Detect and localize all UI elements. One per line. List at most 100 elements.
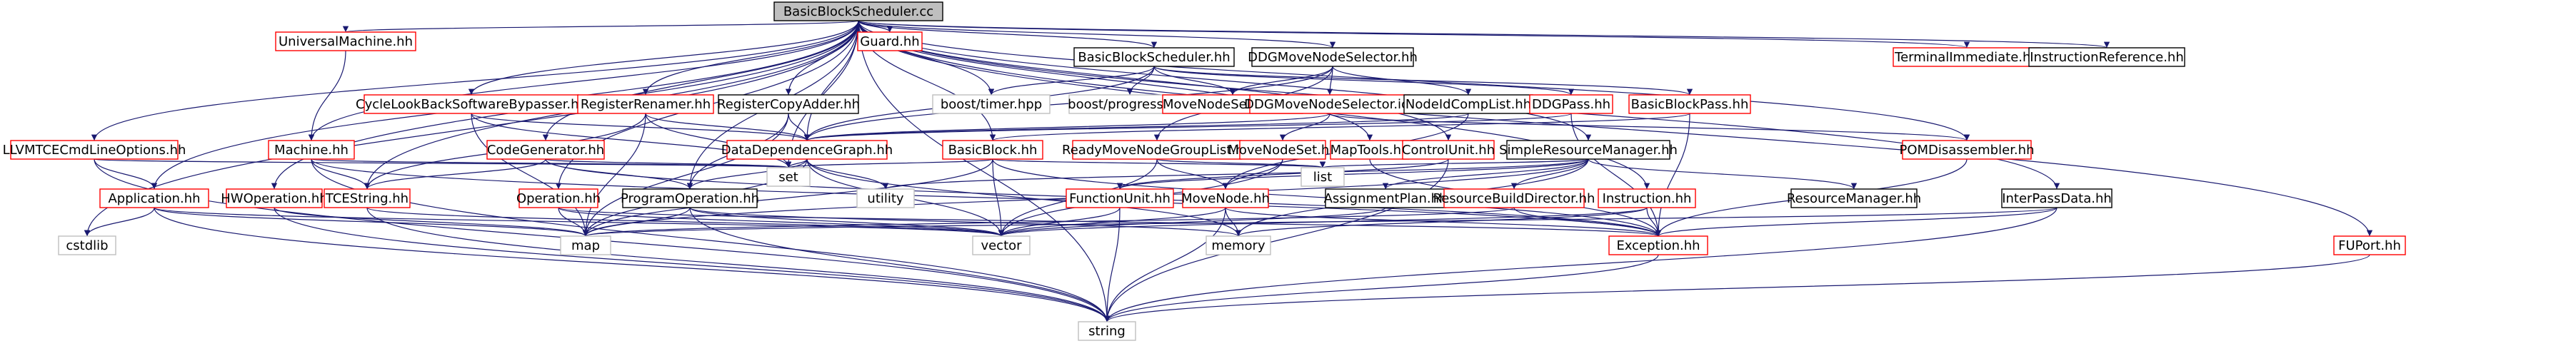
edge-progop-to-string — [689, 207, 1111, 322]
node-box — [275, 31, 416, 51]
node-box — [942, 140, 1043, 160]
node-resbuild[interactable]: ResourceBuildDirector.hh — [1433, 188, 1595, 208]
node-machine[interactable]: Machine.hh — [268, 140, 355, 160]
edge-root-to-machine — [308, 20, 859, 141]
edge-exception-to-string — [1103, 254, 1659, 322]
node-label: BasicBlock.hh — [948, 143, 1038, 158]
node-label: MapTools.hh — [1330, 143, 1410, 158]
edge-root-to-bbsched_hh — [858, 20, 1158, 49]
node-simpleres[interactable]: SimpleResourceManager.hh — [1499, 140, 1678, 160]
node-label: MoveNode.hh — [1181, 191, 1270, 206]
edge-root-to-universal_machine — [343, 20, 859, 33]
node-assignplan[interactable]: AssignmentPlan.hh — [1324, 188, 1448, 208]
node-terminal-imm[interactable]: TerminalImmediate.hh — [1893, 47, 2041, 67]
edge-simpleres-to-resmanager — [1588, 158, 1858, 190]
node-label: TCEString.hh — [325, 191, 409, 206]
edge-tcestring-to-vector — [366, 207, 1004, 237]
edge-ddgpass-to-ddg — [804, 113, 1572, 141]
node-label: SimpleResourceManager.hh — [1499, 143, 1678, 158]
edge-operation-to-vector — [558, 207, 1004, 237]
node-codegen[interactable]: CodeGenerator.hh — [486, 140, 605, 160]
node-exception[interactable]: Exception.hh — [1608, 235, 1708, 255]
node-instruction[interactable]: Instruction.hh — [1598, 188, 1696, 208]
edge-movenode-to-vector — [998, 207, 1226, 237]
node-box — [1506, 140, 1670, 160]
edge-controlunit-to-functionunit — [1116, 158, 1449, 190]
node-interpass[interactable]: InterPassData.hh — [2001, 188, 2113, 208]
node-box — [2028, 47, 2185, 67]
node-label: Instruction.hh — [1603, 191, 1692, 206]
node-bbpass[interactable]: BasicBlockPass.hh — [1628, 94, 1751, 114]
edge-basicblock-to-set — [786, 158, 993, 168]
node-llvmtce[interactable]: LLVMTCECmdLineOptions.hh — [3, 140, 186, 160]
node-label: ControlUnit.hh — [1402, 143, 1495, 158]
edge-root-to-instr_ref — [858, 20, 2110, 49]
edge-root-to-fuport — [858, 20, 2373, 237]
edge-codegen-to-set — [545, 158, 791, 168]
node-progop[interactable]: ProgramOperation.hh — [621, 188, 759, 208]
edge-root-to-maptools — [858, 20, 1373, 141]
node-label: BasicBlockScheduler.cc — [783, 4, 933, 19]
node-box — [1251, 47, 1414, 67]
node-label: AssignmentPlan.hh — [1324, 191, 1448, 206]
node-box — [1325, 188, 1446, 208]
edge-hwoperation-to-map — [274, 207, 589, 237]
node-operation[interactable]: Operation.hh — [516, 188, 601, 208]
node-cstdlib: cstdlib — [58, 235, 116, 255]
node-ddg[interactable]: DataDependenceGraph.hh — [721, 140, 893, 160]
node-bbsched-hh[interactable]: BasicBlockScheduler.hh — [1073, 47, 1235, 67]
edge-ddgmns_hh-to-mns_hh — [1229, 66, 1333, 96]
node-box — [99, 188, 209, 208]
node-readymove[interactable]: ReadyMoveNodeGroupList.hh — [1062, 140, 1252, 160]
node-box — [1239, 140, 1326, 160]
node-maptools[interactable]: MapTools.hh — [1330, 140, 1410, 160]
node-ddgmns-icc[interactable]: DDGMoveNodeSelector.icc — [1244, 94, 1415, 114]
node-reg-renamer[interactable]: RegisterRenamer.hh — [577, 94, 714, 114]
edge-fuport-to-string — [1104, 254, 2370, 322]
node-fuport[interactable]: FUPort.hh — [2333, 235, 2406, 255]
node-box — [324, 188, 411, 208]
node-instr-ref[interactable]: InstructionReference.hh — [2028, 47, 2185, 67]
node-box — [268, 140, 355, 160]
node-label: Application.hh — [108, 191, 200, 206]
edge-root-to-string — [858, 20, 1111, 322]
node-guard[interactable]: Guard.hh — [857, 31, 923, 51]
node-root: BasicBlockScheduler.cc — [773, 1, 943, 21]
node-hwoperation[interactable]: HWOperation.hh — [221, 188, 328, 208]
node-box — [486, 140, 605, 160]
node-controlunit[interactable]: ControlUnit.hh — [1402, 140, 1495, 160]
node-boost-timer: boost/timer.hpp — [932, 94, 1051, 114]
node-label: boost/progress.hpp — [1068, 97, 1192, 112]
node-pomdis[interactable]: POMDisassembler.hh — [1900, 140, 2035, 160]
node-box — [2001, 188, 2113, 208]
edge-llvmtce-to-application — [94, 158, 158, 190]
node-box — [1443, 188, 1585, 208]
node-resmanager[interactable]: ResourceManager.hh — [1787, 188, 1921, 208]
node-label: InstructionReference.hh — [2030, 50, 2184, 65]
node-universal-machine[interactable]: UniversalMachine.hh — [275, 31, 416, 51]
edge-simpleres-to-utility — [883, 158, 1589, 190]
node-application[interactable]: Application.hh — [99, 188, 209, 208]
node-nodecomplist[interactable]: NodeIdCompList.hh — [1403, 94, 1533, 114]
node-vector: vector — [972, 235, 1031, 255]
edge-application-to-cstdlib — [84, 207, 155, 237]
node-functionunit[interactable]: FunctionUnit.hh — [1066, 188, 1174, 208]
node-label: MoveNodeSet.hh — [1228, 143, 1337, 158]
node-box — [1902, 140, 2032, 160]
edge-bbsched_hh-to-boost_timer — [988, 66, 1155, 96]
node-movenodeset[interactable]: MoveNodeSet.hh — [1228, 140, 1338, 160]
node-reg-copy-adder[interactable]: RegisterCopyAdder.hh — [717, 94, 860, 114]
node-ddgpass[interactable]: DDGPass.hh — [1529, 94, 1613, 114]
node-tcestring[interactable]: TCEString.hh — [324, 188, 411, 208]
edge-basicblock-to-list — [992, 158, 1325, 168]
node-label: ReadyMoveNodeGroupList.hh — [1062, 143, 1252, 158]
node-cyclelookback[interactable]: CycleLookBackSoftwareBypasser.hh — [356, 94, 587, 114]
node-box — [622, 188, 758, 208]
node-box — [1608, 235, 1708, 255]
edge-machine-to-tcestring — [311, 158, 371, 190]
node-movenode[interactable]: MoveNode.hh — [1181, 188, 1270, 208]
node-basicblock[interactable]: BasicBlock.hh — [942, 140, 1043, 160]
node-label: NodeIdCompList.hh — [1405, 97, 1531, 112]
node-ddgmns-hh[interactable]: DDGMoveNodeSelector.hh — [1248, 47, 1418, 67]
